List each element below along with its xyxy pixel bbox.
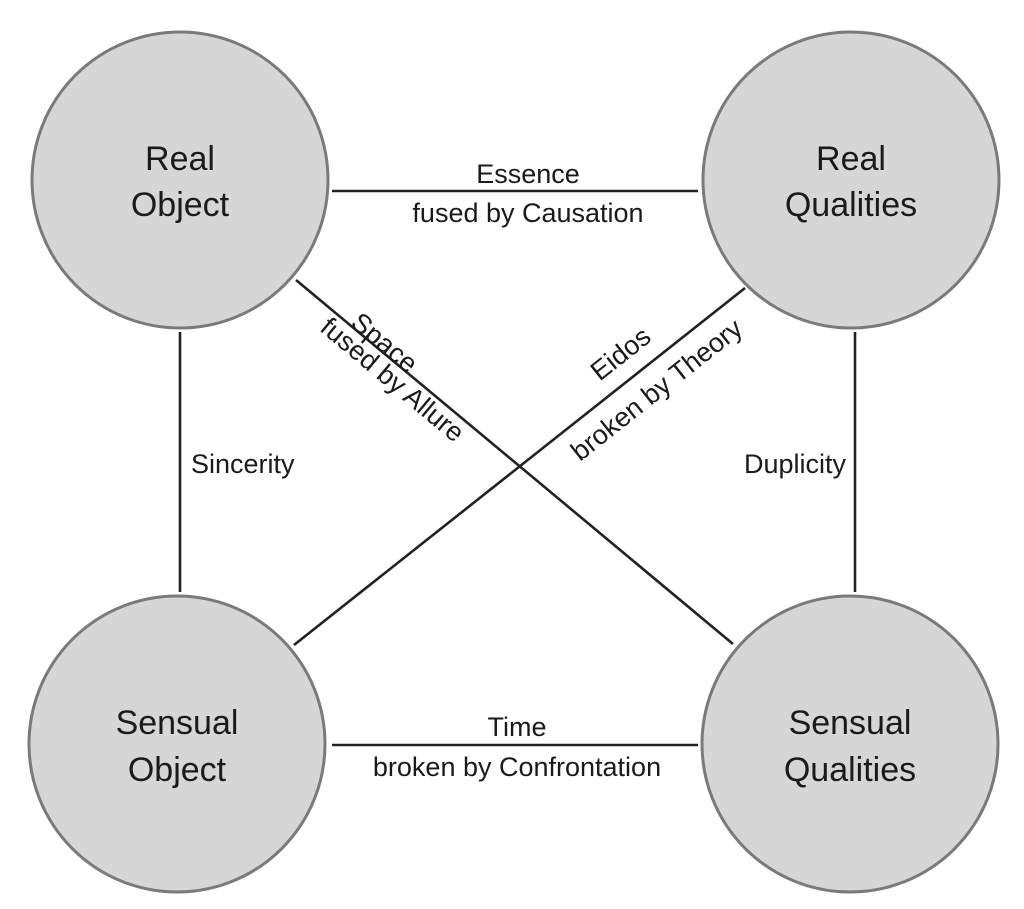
real-qualities-node: Real Qualities <box>701 30 1001 330</box>
time-label: Time <box>488 712 547 742</box>
eidos-link <box>293 286 746 647</box>
sensual-object-label-line2: Object <box>128 751 227 789</box>
sincerity-label: Sincerity <box>191 449 295 479</box>
duplicity-label: Duplicity <box>744 449 847 479</box>
eidos-label: Eidos <box>585 321 657 386</box>
sensual-object-label: Sensual <box>116 704 239 742</box>
real-qualities-label-line2: Qualities <box>785 186 917 224</box>
real-object-node: Real Object <box>30 30 330 330</box>
sensual-qualities-node: Sensual Qualities <box>700 594 1000 894</box>
theory-label: broken by Theory <box>565 313 748 467</box>
real-object-label-line2: Object <box>131 186 230 224</box>
confrontation-label: broken by Confrontation <box>373 752 661 782</box>
sensual-object-node: Sensual Object <box>27 594 327 894</box>
space-link <box>295 279 734 645</box>
sensual-qualities-label: Sensual <box>789 704 912 742</box>
essence-label: Essence <box>476 159 580 189</box>
real-qualities-label: Real <box>816 140 886 178</box>
causation-label: fused by Causation <box>412 198 643 228</box>
sensual-qualities-label-line2: Qualities <box>784 751 916 789</box>
real-object-label: Real <box>145 140 215 178</box>
